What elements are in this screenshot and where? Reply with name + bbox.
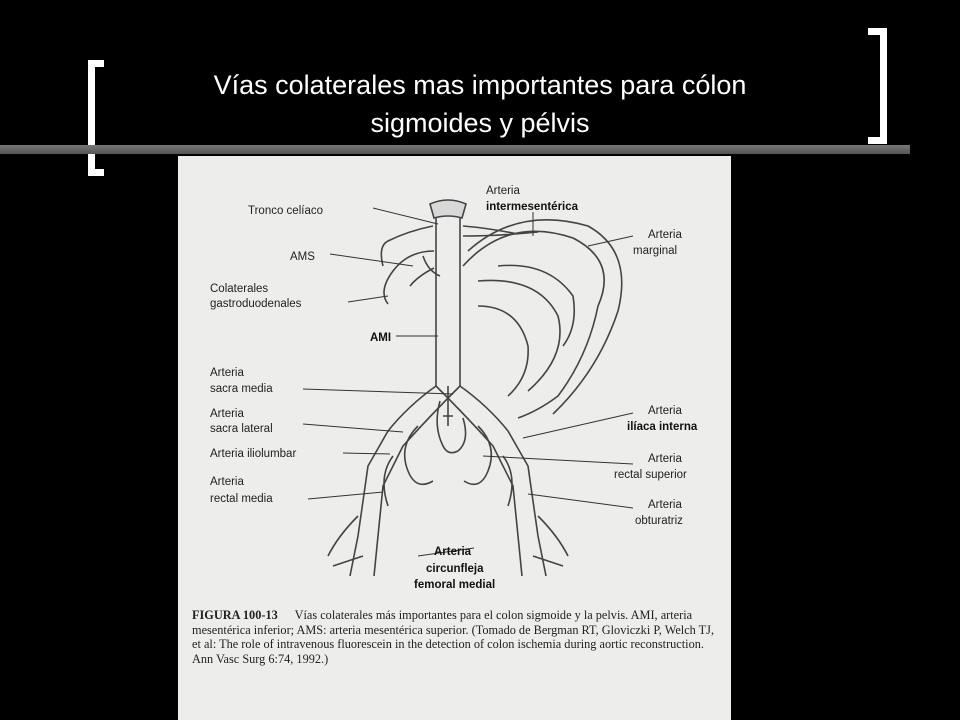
label-ams: AMS	[290, 251, 315, 263]
slide-title-line1: Vías colaterales mas importantes para có…	[213, 70, 747, 100]
label-iliaca-interna-1: Arteria	[648, 405, 682, 417]
label-circunfleja-1: Arteria	[434, 546, 472, 558]
label-intermesenterica-2: intermesentérica	[486, 201, 579, 213]
slide-title: Vías colaterales mas importantes para có…	[140, 66, 820, 142]
label-rectal-media-2: rectal media	[210, 493, 273, 505]
celiac-trunk	[380, 225, 519, 267]
label-colaterales-1: Colaterales	[210, 283, 268, 295]
label-tronco-celiaco: Tronco celíaco	[248, 205, 323, 217]
label-sacra-lateral-2: sacra lateral	[210, 423, 273, 435]
anatomy-figure: Tronco celíaco AMS Colaterales gastroduo…	[178, 156, 731, 720]
label-rectal-media-1: Arteria	[210, 476, 244, 488]
aorta	[435, 206, 461, 386]
slide-title-line2: sigmoides y pélvis	[370, 108, 590, 138]
figure-caption: FIGURA 100-13 Vías colaterales más impor…	[192, 608, 722, 666]
title-divider	[0, 145, 910, 154]
label-sacra-lateral-1: Arteria	[210, 408, 244, 420]
label-marginal-1: Arteria	[648, 229, 682, 241]
label-ami: AMI	[370, 332, 391, 344]
caption-number: FIGURA 100-13	[192, 608, 278, 622]
label-sacra-media-2: sacra media	[210, 383, 273, 395]
label-sacra-media-1: Arteria	[210, 367, 244, 379]
ams-branch	[409, 267, 435, 287]
label-intermesenterica-1: Arteria	[486, 185, 520, 197]
label-obturatriz-1: Arteria	[648, 499, 682, 511]
arterial-diagram: Tronco celíaco AMS Colaterales gastroduo…	[210, 185, 698, 591]
marginal-arcade	[462, 230, 605, 419]
label-rectal-superior-1: Arteria	[648, 453, 682, 465]
label-colaterales-2: gastroduodenales	[210, 298, 302, 310]
right-iliac-artery	[435, 385, 547, 577]
label-circunfleja-3: femoral medial	[414, 579, 495, 591]
label-circunfleja-2: circunfleja	[426, 563, 484, 575]
label-iliaca-interna-2: ilíaca interna	[627, 421, 698, 433]
label-marginal-2: marginal	[633, 245, 677, 257]
label-iliolumbar: Arteria iliolumbar	[210, 448, 296, 460]
caption-text: Vías colaterales más importantes para el…	[192, 608, 715, 666]
label-rectal-superior-2: rectal superior	[614, 469, 687, 481]
label-obturatriz-2: obturatriz	[635, 515, 683, 527]
